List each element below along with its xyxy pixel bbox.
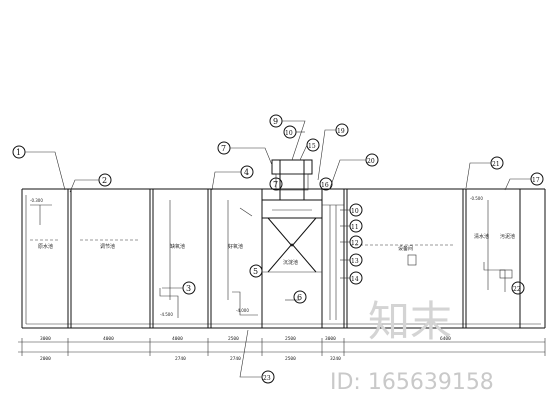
dimension-label: 6400 (440, 336, 451, 342)
dimension-label: 2740 (175, 356, 186, 362)
settling-tank (261, 159, 323, 329)
callout-number: 12 (351, 240, 359, 247)
dimension-label: 2500 (285, 336, 296, 342)
room-label-4: 好氧池 (228, 243, 243, 250)
dimension-label: 3240 (330, 356, 341, 362)
dimension-lines: 3000 4000 4000 2500 2500 3000 6400 2000 … (18, 336, 546, 362)
callout-number: 9 (273, 117, 278, 126)
dimension-label: 4000 (103, 336, 114, 342)
callout-number: 22 (513, 286, 521, 293)
room-label-7: 清水池 (474, 233, 489, 240)
callout-number: 4 (244, 168, 249, 177)
room-label-2: 调节池 (100, 243, 115, 250)
room-label-3: 缺氧池 (170, 243, 185, 250)
callout-number: 1 (16, 148, 21, 157)
level-marks: -0.300 -4.500 -4.000 -0.500 (30, 196, 483, 317)
callout-bubble-16 (319, 177, 333, 191)
callout-number: 5 (253, 267, 258, 276)
level-mark: -4.000 (236, 308, 249, 313)
callout-number: 6 (297, 293, 302, 302)
callout-number: 10 (285, 130, 293, 137)
callout-number: 7 (221, 144, 226, 153)
callout-bubble-7 (269, 177, 283, 191)
dimension-label: 3000 (325, 336, 336, 342)
callout-number: 11 (351, 224, 359, 231)
callout-number: 3 (186, 284, 191, 293)
dimension-label: 2000 (40, 356, 51, 362)
level-mark: -0.500 (470, 196, 483, 201)
dimension-label: 2500 (228, 336, 239, 342)
callout-number: 16 (321, 182, 329, 189)
callout-bubble-22 (511, 281, 525, 295)
pipes (30, 204, 513, 320)
callout-number: 17 (532, 177, 540, 184)
dimension-label: 3000 (40, 336, 51, 342)
level-mark: -0.300 (30, 198, 43, 203)
callout-number: 14 (351, 276, 359, 283)
room-label-1: 原水池 (38, 243, 53, 250)
room-label-8: 污泥池 (500, 233, 515, 240)
callout-number: 15 (308, 143, 316, 150)
watermark-id-text: ID: 165639158 (330, 370, 494, 395)
callout-number: 21 (492, 161, 500, 168)
dimension-label: 2740 (230, 356, 241, 362)
room-labels: 原水池 调节池 缺氧池 好氧池 沉淀池 设备间 清水池 污泥池 (38, 233, 515, 266)
room-label-5: 沉淀池 (283, 259, 298, 266)
callout-bubble-5 (249, 264, 263, 278)
callout-number: 13 (351, 258, 359, 265)
callout-number: 2 (102, 176, 107, 185)
callout-number: 23 (263, 375, 271, 382)
callout-number: 10 (351, 208, 359, 215)
watermark: 知末 ID: 165639158 (330, 297, 494, 395)
dimension-label: 4000 (172, 336, 183, 342)
callout-number: 20 (367, 158, 375, 165)
callouts: 1 2 7 4 9 10 15 19 20 16 (12, 114, 544, 384)
watermark-logo-text: 知末 (368, 297, 452, 346)
level-mark: -4.500 (160, 312, 173, 317)
dimension-label: 2500 (285, 356, 296, 362)
callout-number: 19 (337, 128, 345, 135)
room-label-6: 设备间 (398, 245, 413, 252)
callout-bubble-6 (293, 290, 307, 304)
callout-number: 7 (273, 180, 278, 189)
